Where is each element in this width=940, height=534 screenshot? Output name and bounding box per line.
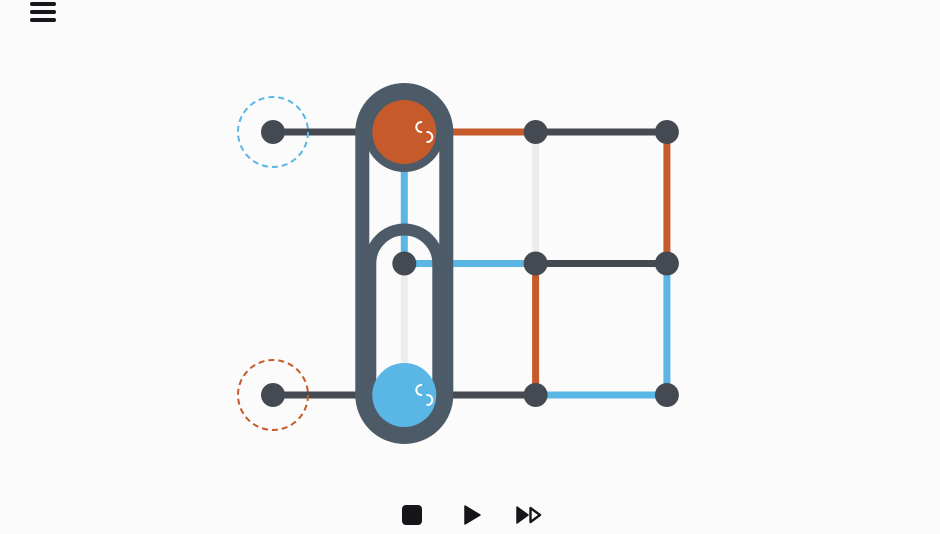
goal-marker-blue <box>237 96 309 168</box>
menu-button[interactable] <box>28 0 58 26</box>
play-icon <box>464 505 481 525</box>
track-node <box>523 383 548 407</box>
track-node <box>261 120 285 144</box>
track-node <box>654 120 679 144</box>
swirl-icon-stroke <box>415 384 434 406</box>
playback-controls <box>0 500 940 530</box>
tokens[interactable] <box>372 100 437 427</box>
tracks <box>273 128 671 399</box>
stop-icon <box>402 505 422 525</box>
track-node <box>654 251 679 276</box>
fast-forward-icon <box>516 506 542 524</box>
track-node <box>392 251 417 276</box>
track-node <box>523 120 548 144</box>
track-node <box>654 383 679 407</box>
play-button[interactable] <box>456 500 486 530</box>
stop-button[interactable] <box>397 500 427 530</box>
outer-slider-frame[interactable] <box>355 83 454 444</box>
track-nodes <box>261 120 679 407</box>
goal-marker-orange <box>237 359 309 431</box>
token-blue[interactable] <box>372 363 437 427</box>
track-node <box>261 383 285 407</box>
swirl-icon <box>415 384 434 406</box>
swirl-icon-stroke <box>415 121 434 143</box>
goal-markers <box>237 96 309 431</box>
token-orange-body <box>372 100 437 164</box>
track-node <box>523 251 548 276</box>
token-blue-body <box>372 363 437 427</box>
swirl-icon <box>415 121 434 143</box>
inner-slider-frame[interactable] <box>364 223 445 435</box>
fast-forward-button[interactable] <box>513 500 543 530</box>
token-orange[interactable] <box>372 100 437 164</box>
